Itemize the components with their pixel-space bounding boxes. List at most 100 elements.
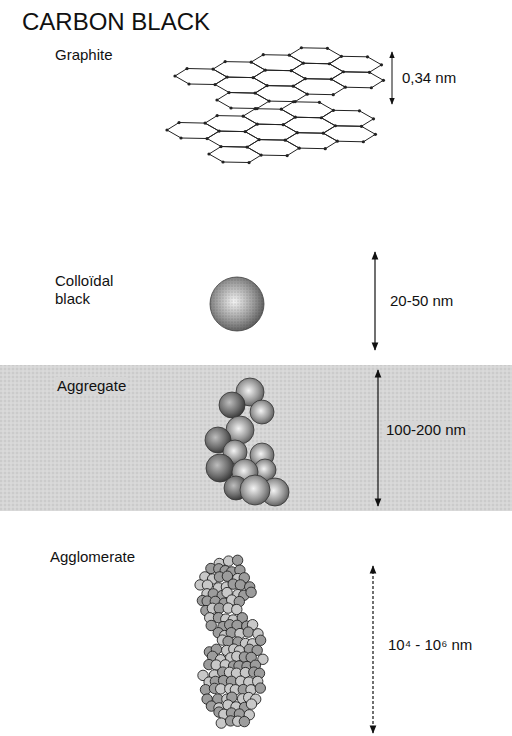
aggregate-unit (255, 635, 265, 645)
carbon-atom (334, 124, 337, 127)
carbon-atom (324, 147, 327, 150)
carbon-atom (258, 138, 261, 141)
carbon-atom (244, 130, 247, 133)
carbon-atom (224, 60, 227, 63)
carbon-atom (336, 140, 339, 143)
carbon-atom (218, 129, 221, 132)
aggregate-unit (232, 555, 242, 565)
carbon-atom (292, 85, 295, 88)
carbon-atom (213, 83, 216, 86)
carbon-atom (254, 107, 257, 110)
carbon-atom (173, 74, 176, 77)
agglomerate-cluster (195, 555, 268, 728)
stage-name: Graphite (55, 46, 113, 64)
aggregate-unit (246, 587, 256, 597)
carbon-atom (288, 54, 291, 57)
carbon-atom (252, 76, 255, 79)
carbon-atom (298, 147, 301, 150)
carbon-atom (380, 63, 383, 66)
carbon-atom (292, 100, 295, 103)
aggregate-unit (216, 718, 226, 728)
carbon-atom (322, 132, 325, 135)
carbon-atom (372, 117, 375, 120)
carbon-atom (342, 70, 345, 73)
carbon-atom (250, 61, 253, 64)
carbon-atom (207, 152, 210, 155)
carbon-atom (284, 139, 287, 142)
carbon-atom (368, 71, 371, 74)
carbon-atom (266, 84, 269, 87)
aggregate-unit (235, 580, 245, 590)
carbon-atom (294, 116, 297, 119)
carbon-atom (216, 114, 219, 117)
primary-particle (250, 400, 274, 424)
carbon-atom (370, 86, 373, 89)
carbon-atom (205, 137, 208, 140)
aggregate-unit (239, 716, 249, 726)
carbon-atom (296, 131, 299, 134)
dimension: 0,34 nm (402, 69, 456, 87)
carbon-atom (264, 69, 267, 72)
carbon-atom (185, 67, 188, 70)
graphite-lattice (165, 46, 385, 164)
carbon-atom (374, 133, 377, 136)
carbon-atom (256, 123, 259, 126)
stage-name: Aggregate (55, 377, 128, 395)
carbon-atom (286, 154, 289, 157)
carbon-atom (306, 93, 309, 96)
carbon-atom (268, 99, 271, 102)
spacing-arrow (392, 52, 393, 104)
carbon-atom (366, 55, 369, 58)
primary-particle (240, 475, 270, 505)
carbon-atom (318, 101, 321, 104)
carbon-atom (177, 121, 180, 124)
carbon-atom (187, 82, 190, 85)
aggregate-unit (243, 627, 253, 637)
aggregate-spheres (205, 378, 289, 506)
carbon-atom (247, 161, 250, 164)
size-arrow (374, 252, 375, 350)
dimension: 20-50 nm (390, 292, 453, 310)
carbon-atom (326, 47, 329, 50)
diagram-title: CARBON BLACK (22, 8, 210, 36)
carbon-atom (229, 106, 232, 109)
carbon-atom (302, 62, 305, 65)
carbon-atom (332, 109, 335, 112)
carbon-atom (358, 109, 361, 112)
carbon-atom (260, 153, 263, 156)
carbon-atom (215, 98, 218, 101)
carbon-atom (382, 79, 385, 82)
graphene-sheet (175, 48, 383, 109)
dimension: 100-200 nm (384, 421, 468, 439)
stage-band: Aggregate 100-200 nm (0, 365, 512, 511)
carbon-atom (304, 77, 307, 80)
carbon-atom (165, 128, 168, 131)
carbon-atom (362, 140, 365, 143)
colloid-sphere (210, 277, 264, 331)
carbon-atom (344, 86, 347, 89)
carbon-atom (282, 123, 285, 126)
carbon-atom (328, 62, 331, 65)
carbon-atom (242, 115, 245, 118)
carbon-atom (300, 46, 303, 49)
stage-name: Colloïdal black (55, 272, 135, 308)
size-arrow (377, 370, 378, 506)
carbon-atom (246, 145, 249, 148)
carbon-atom (254, 91, 257, 94)
carbon-atom (212, 67, 215, 70)
carbon-atom (290, 69, 293, 72)
carbon-atom (262, 53, 265, 56)
sphere-texture (210, 277, 264, 331)
carbon-atom (179, 136, 182, 139)
dimension: 10⁴ - 10⁶ nm (388, 636, 472, 654)
carbon-atom (332, 93, 335, 96)
carbon-atom (227, 91, 230, 94)
stage-name: Agglomerate (50, 548, 135, 566)
primary-particle (219, 392, 245, 418)
carbon-atom (340, 55, 343, 58)
carbon-atom (330, 78, 333, 81)
band-fill (0, 365, 512, 511)
carbon-atom (226, 75, 229, 78)
carbon-atom (221, 160, 224, 163)
